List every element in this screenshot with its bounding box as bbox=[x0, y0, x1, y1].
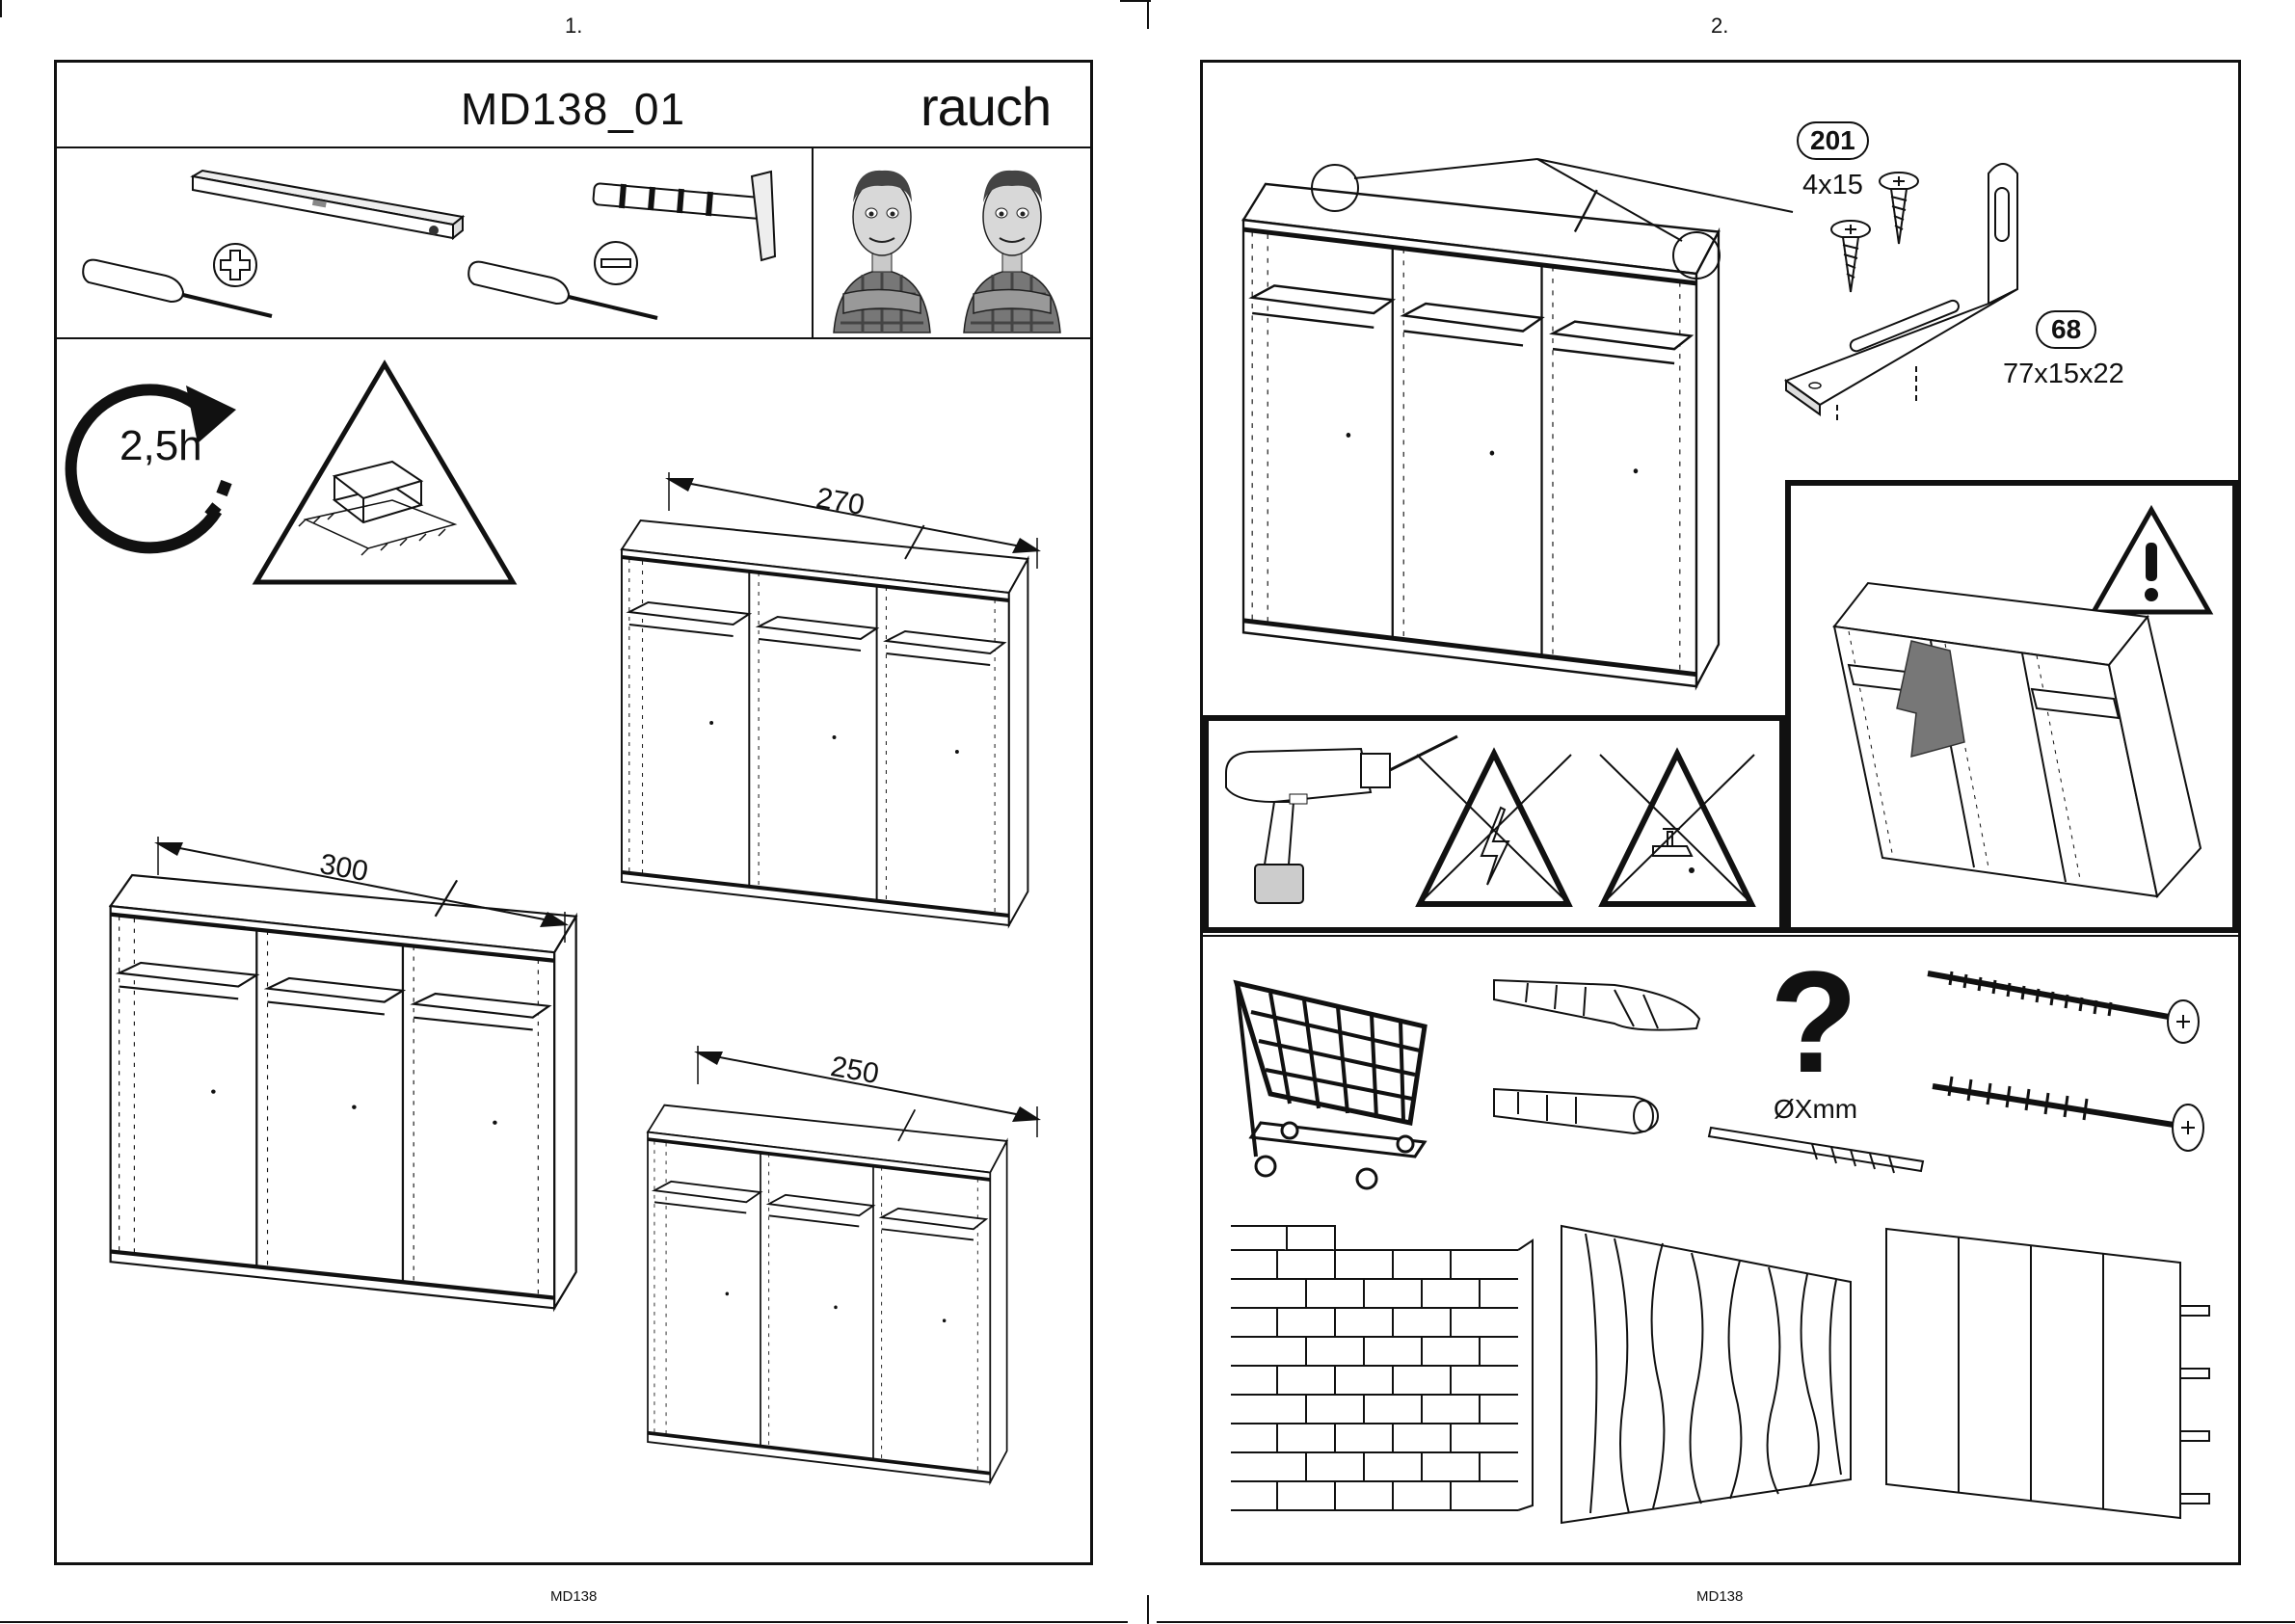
drill-bit-icon bbox=[1706, 1123, 1928, 1181]
page-footer: MD138 bbox=[1696, 1588, 1743, 1605]
header-divider bbox=[54, 146, 1093, 148]
part-number-badge: 68 bbox=[2036, 310, 2096, 349]
tipping-wardrobe-illustration bbox=[1829, 578, 2205, 896]
anchor-callout-lines bbox=[1321, 154, 1802, 280]
floor-protection-warning-icon bbox=[253, 360, 518, 587]
crop-mark bbox=[0, 0, 2, 17]
plasterboard-wall-icon bbox=[1881, 1224, 2219, 1532]
no-electricity-warning-icon bbox=[1412, 750, 1576, 909]
crop-mark bbox=[1157, 1621, 2295, 1623]
assembly-time-label: 2,5h bbox=[120, 422, 202, 470]
tools-divider bbox=[54, 337, 1093, 339]
wardrobe-300-illustration bbox=[106, 875, 569, 1318]
wood-screw-icon bbox=[1923, 964, 2212, 1051]
tools-column-divider bbox=[812, 146, 814, 337]
phillips-symbol-icon bbox=[211, 241, 259, 289]
two-workers-icon bbox=[829, 149, 1089, 337]
page-number: 1. bbox=[565, 13, 582, 39]
model-number: MD138_01 bbox=[461, 83, 685, 135]
brick-wall-icon bbox=[1229, 1216, 1537, 1525]
wood-screw-icon bbox=[1928, 1072, 2217, 1158]
page-number: 2. bbox=[1711, 13, 1728, 39]
shopping-cart-icon bbox=[1232, 969, 1434, 1190]
wardrobe-270-illustration bbox=[622, 511, 1046, 945]
part-size-label: 77x15x22 bbox=[2003, 359, 2124, 390]
section-divider bbox=[1200, 935, 2241, 937]
crop-mark bbox=[1147, 1595, 1149, 1624]
wardrobe-250-illustration bbox=[648, 1081, 1043, 1515]
page-footer: MD138 bbox=[550, 1588, 597, 1605]
flathead-symbol-icon bbox=[592, 239, 640, 287]
crop-mark bbox=[1147, 0, 1149, 29]
wall-plug-icon bbox=[1489, 1078, 1663, 1145]
crop-mark bbox=[0, 1621, 1128, 1623]
brand-logo: rauch bbox=[921, 75, 1051, 138]
question-mark-icon: ? bbox=[1770, 949, 1858, 1094]
drill-bit-size-label: ØXmm bbox=[1774, 1094, 1857, 1125]
no-water-warning-icon bbox=[1595, 750, 1759, 909]
wall-plug-icon bbox=[1489, 966, 1706, 1043]
wood-panel-wall-icon bbox=[1557, 1224, 1855, 1523]
